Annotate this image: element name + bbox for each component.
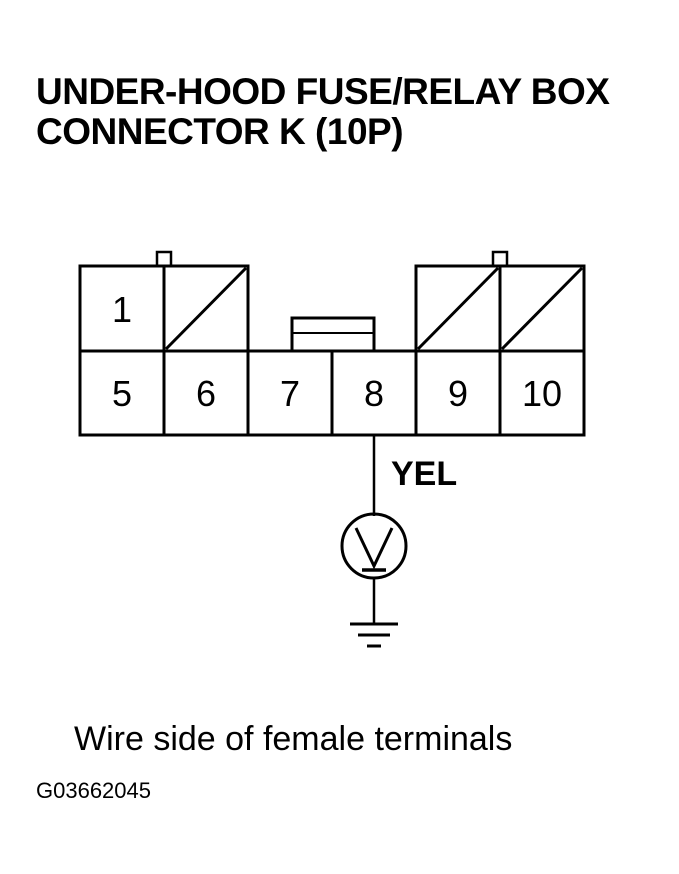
figure-id: G03662045	[36, 778, 151, 803]
title-line-1: UNDER-HOOD FUSE/RELAY BOX	[36, 71, 610, 112]
empty-cavity-mark	[500, 266, 584, 351]
locking-tab	[491, 250, 509, 268]
wire-color-label: YEL	[391, 455, 457, 493]
pin-number: 6	[196, 373, 216, 414]
locking-tab	[155, 250, 173, 268]
voltmeter-icon	[340, 512, 408, 580]
pin-number: 7	[280, 373, 300, 414]
pin-number: 1	[112, 289, 132, 330]
caption: Wire side of female terminals	[74, 720, 513, 758]
empty-cavity-mark	[164, 266, 248, 351]
empty-cavity-mark	[416, 266, 500, 351]
pin-number: 5	[112, 373, 132, 414]
title-line-2: CONNECTOR K (10P)	[36, 111, 404, 152]
pin-number: 9	[448, 373, 468, 414]
pin-number: 10	[522, 373, 562, 414]
connector-latch	[290, 316, 376, 353]
connector-k	[78, 250, 586, 437]
pin-number: 8	[364, 373, 384, 414]
diagram-title: UNDER-HOOD FUSE/RELAY BOX CONNECTOR K (1…	[36, 71, 610, 152]
ground-icon	[350, 622, 398, 648]
